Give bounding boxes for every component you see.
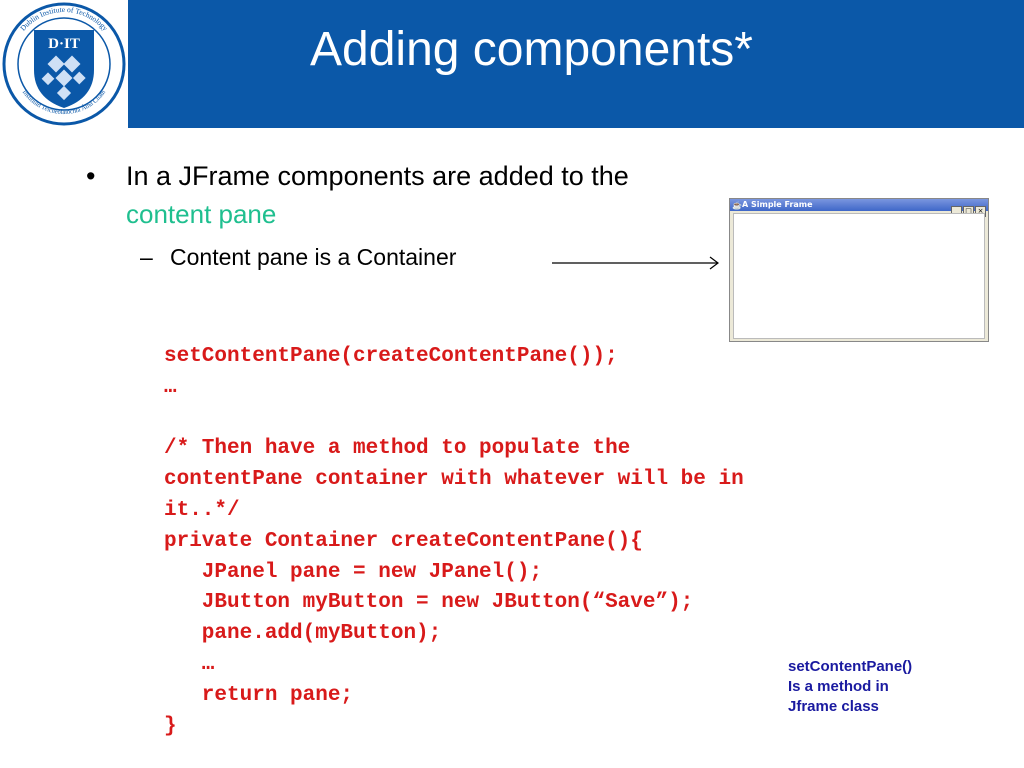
arrow-icon <box>552 256 719 270</box>
bullet-dash: – <box>140 244 153 270</box>
window-controls: _□× <box>950 200 986 218</box>
code-line: JPanel pane = new JPanel(); <box>164 560 543 584</box>
side-note: setContentPane() Is a method in Jframe c… <box>788 657 912 717</box>
bullet-sub-text: Content pane is a Container <box>170 244 457 270</box>
code-line: return pane; <box>164 683 354 707</box>
logo-monogram: D·IT <box>48 36 80 52</box>
code-line <box>164 404 744 435</box>
slide-title: Adding components* <box>310 23 753 76</box>
note-line-2: Is a method in <box>788 678 889 695</box>
code-line: } <box>164 714 177 738</box>
frame-content-pane <box>733 213 985 339</box>
bullet-main-text: In a JFrame components are added to the <box>126 161 629 191</box>
code-line: JButton myButton = new JButton(“Save”); <box>164 591 694 615</box>
slide-header: Dublin Institute of Technology Institiúi… <box>0 0 1024 128</box>
frame-titlebar[interactable]: ☕ A Simple Frame _□× <box>730 199 988 217</box>
code-line: … <box>164 375 177 399</box>
bullet-dot: • <box>86 161 96 191</box>
note-line-3: Jframe class <box>788 698 879 715</box>
code-line: /* Then have a method to populate the <box>164 437 631 461</box>
code-line: setContentPane(createContentPane()); <box>164 345 618 368</box>
code-line: private Container createContentPane(){ <box>164 529 643 553</box>
note-line-1: setContentPane() <box>788 658 913 675</box>
java-cup-icon: ☕ <box>732 201 742 210</box>
code-block: setContentPane(createContentPane()); … /* … <box>164 342 744 742</box>
dit-logo-icon: Dublin Institute of Technology Institiúi… <box>2 2 126 126</box>
simple-frame-window: ☕ A Simple Frame _□× <box>729 198 989 342</box>
code-line: contentPane container with whatever will… <box>164 468 744 492</box>
bullet-main-highlight: content pane <box>126 199 277 229</box>
code-line: it..*/ <box>164 498 240 522</box>
frame-title: A Simple Frame <box>742 200 813 209</box>
header-band <box>128 0 1024 128</box>
code-line: … <box>164 652 215 676</box>
code-line: pane.add(myButton); <box>164 622 442 646</box>
